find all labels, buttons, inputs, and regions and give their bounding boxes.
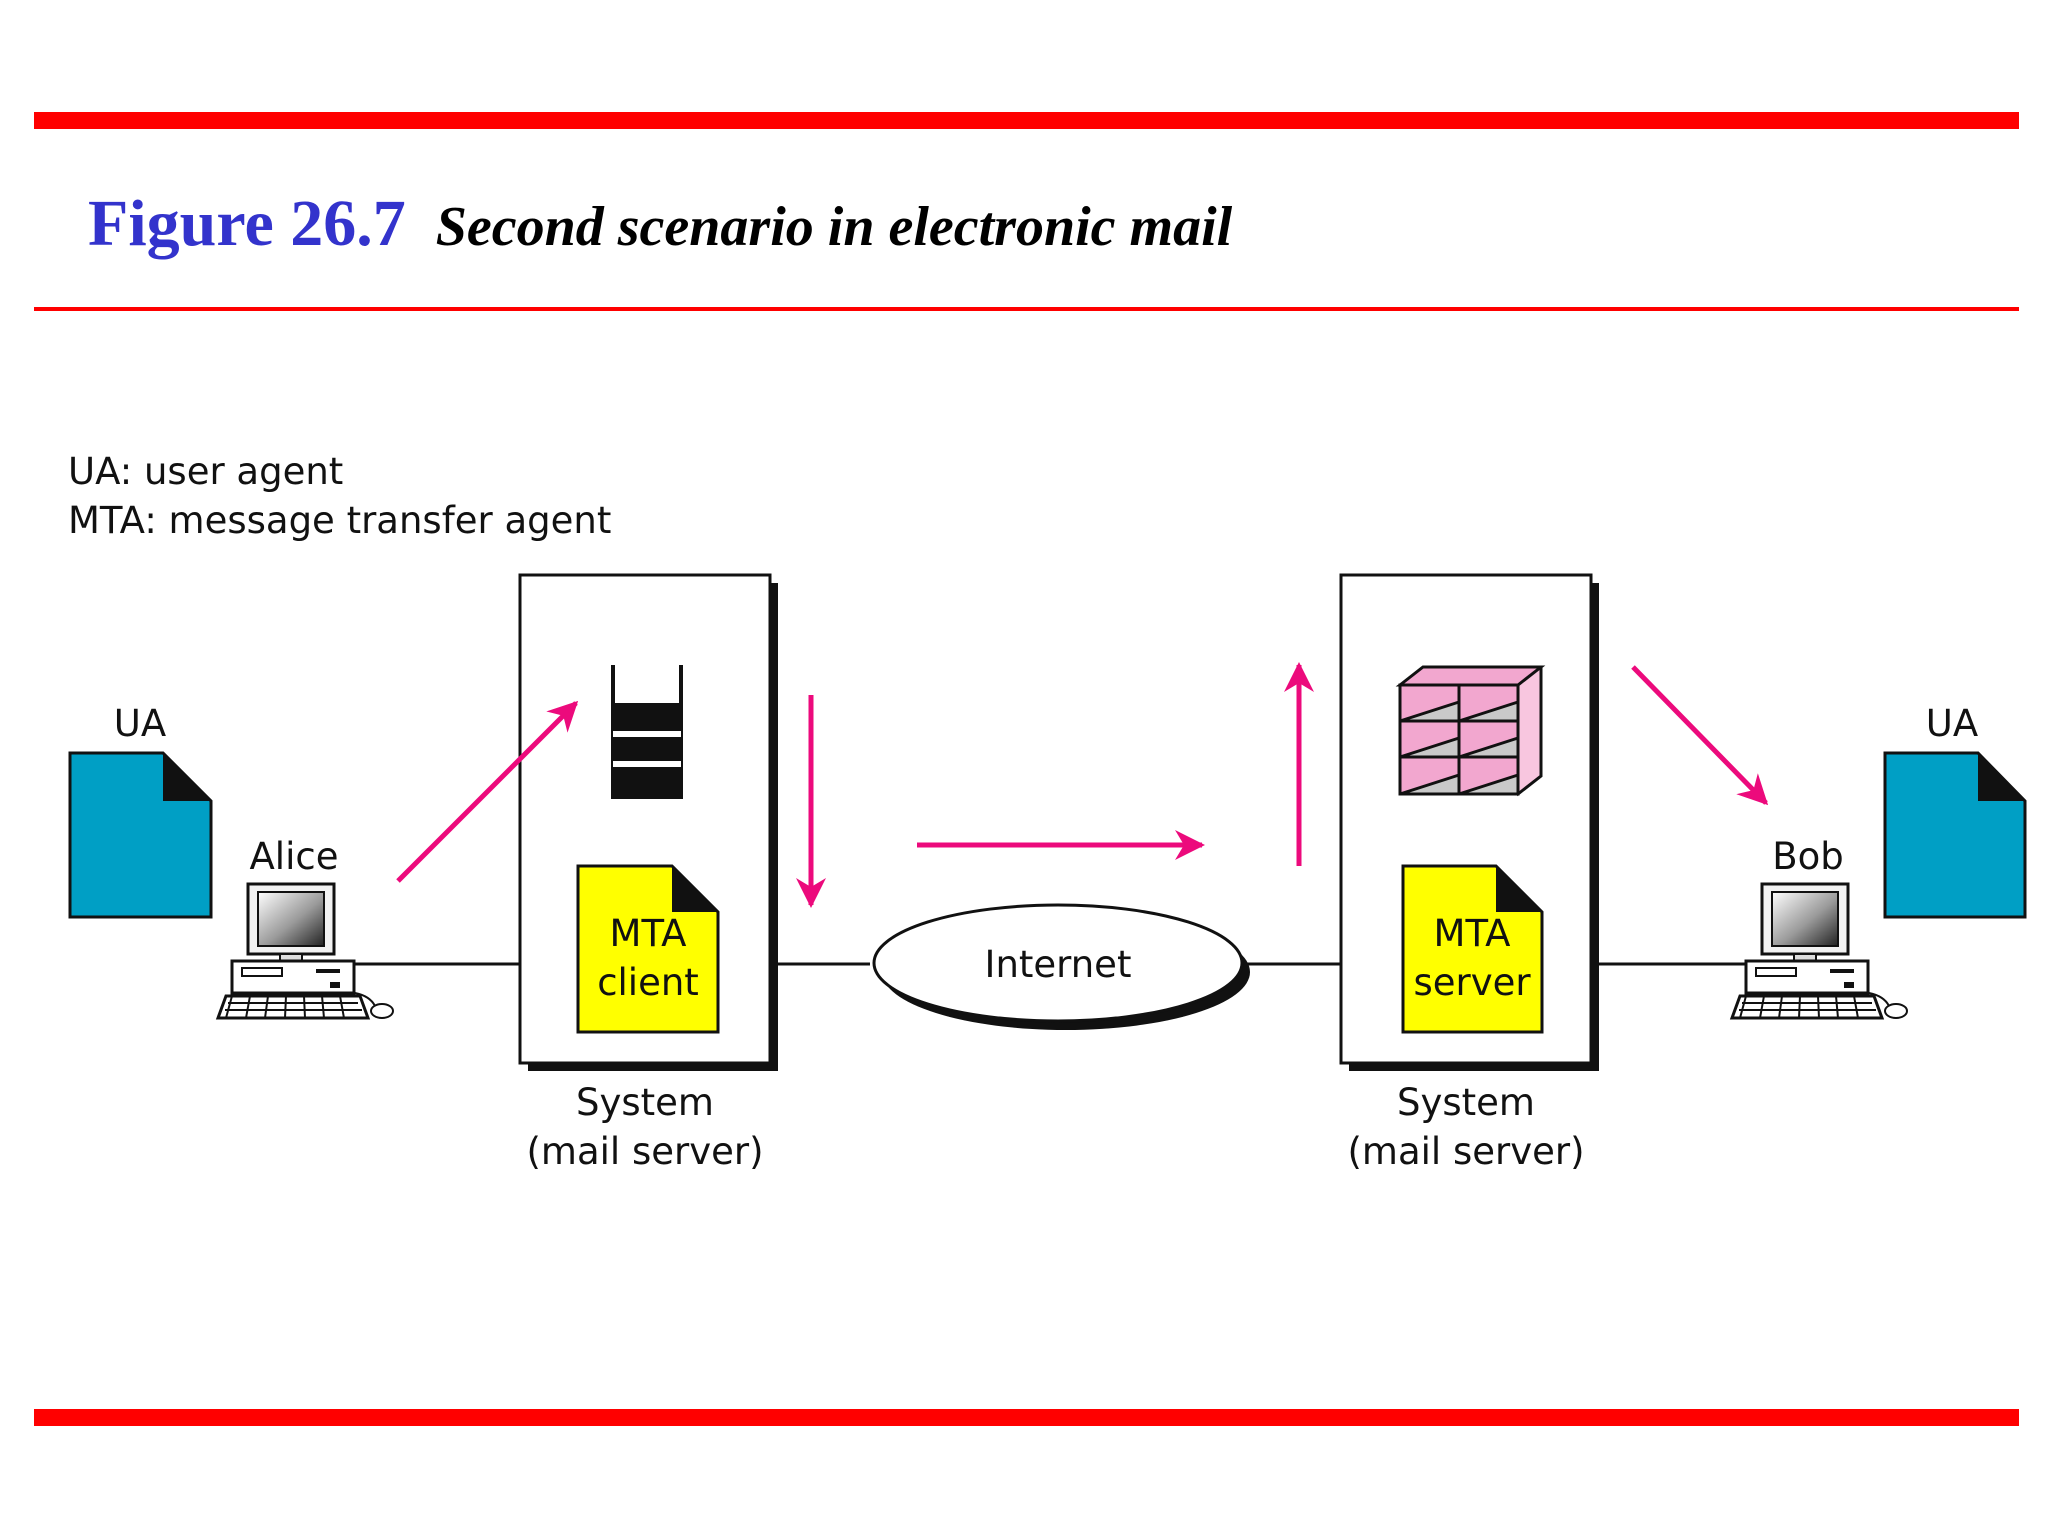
- system-left-label-2: (mail server): [526, 1130, 763, 1173]
- mta-server-document-icon: [1401, 864, 1544, 1034]
- internet-cloud: [872, 903, 1250, 1030]
- mta-server-label-1: MTA: [1434, 912, 1511, 955]
- internet-label: Internet: [985, 943, 1132, 986]
- mailbox-icon: [1395, 665, 1546, 797]
- figure-number: Figure 26.7: [88, 187, 406, 260]
- mta-client-label-2: client: [597, 961, 699, 1004]
- figure-title: Figure 26.7 Second scenario in electronic…: [88, 186, 1232, 262]
- ua-document-right-icon: [1883, 751, 2027, 919]
- mta-client-label-1: MTA: [610, 912, 687, 955]
- bottom-rule: [34, 1409, 2019, 1426]
- figure-caption: Second scenario in electronic mail: [435, 196, 1233, 258]
- mta-client-document-icon: [576, 864, 720, 1034]
- alice-computer-icon: [215, 882, 394, 1020]
- arrow-mailbox-to-bob: [1631, 665, 1769, 806]
- middle-rule: [34, 307, 2019, 311]
- ua-right-label: UA: [1926, 702, 1978, 745]
- top-rule: [34, 112, 2019, 129]
- mta-server-label-2: server: [1413, 961, 1531, 1004]
- alice-label: Alice: [250, 835, 339, 878]
- bob-label: Bob: [1772, 835, 1844, 878]
- system-left-label-1: System: [576, 1081, 714, 1124]
- system-right-label-2: (mail server): [1347, 1130, 1584, 1173]
- system-right-label-1: System: [1397, 1081, 1535, 1124]
- legend-mta: MTA: message transfer agent: [68, 499, 611, 542]
- legend-ua: UA: user agent: [68, 450, 343, 493]
- ua-document-left-icon: [68, 751, 213, 919]
- bob-computer-icon: [1729, 882, 1908, 1020]
- queue-icon: [611, 665, 683, 799]
- arrow-alice-to-queue: [396, 700, 579, 883]
- ua-left-label: UA: [114, 702, 166, 745]
